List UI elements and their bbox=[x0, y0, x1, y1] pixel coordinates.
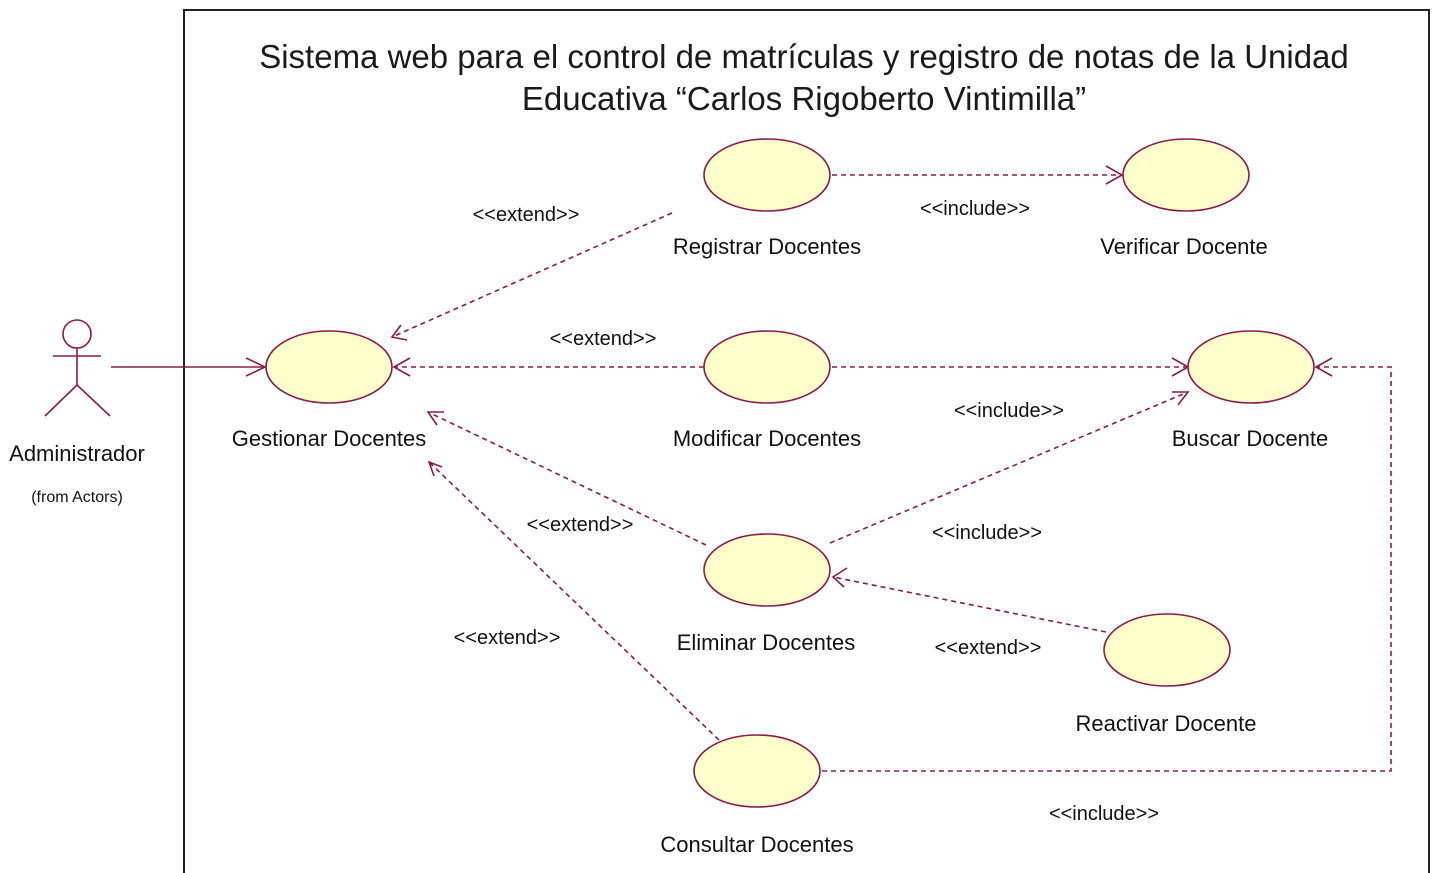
extend-line-eliminar bbox=[427, 411, 707, 546]
stereotype-include-buscar-consultar: <<include>> bbox=[1049, 803, 1159, 825]
usecase-modificar-label: Modificar Docentes bbox=[673, 426, 861, 451]
extend-line-reactivar bbox=[832, 576, 1107, 633]
include-line-eliminar-buscar bbox=[829, 391, 1189, 544]
usecase-eliminar-label: Eliminar Docentes bbox=[677, 630, 856, 655]
usecase-eliminar-ellipse bbox=[703, 533, 831, 607]
use-case-ellipses bbox=[265, 138, 1315, 808]
association-arrowhead bbox=[245, 357, 267, 377]
stereotype-include-buscar-eliminar: <<include>> bbox=[932, 522, 1042, 544]
usecase-verificar-ellipse bbox=[1122, 138, 1250, 212]
usecase-reactivar-label: Reactivar Docente bbox=[1076, 711, 1257, 736]
include-line-consultar-buscar bbox=[822, 366, 1392, 772]
diagram-title-line1: Sistema web para el control de matrícula… bbox=[259, 38, 1349, 75]
extend-arrowhead-registrar bbox=[390, 324, 408, 341]
usecase-verificar-label: Verificar Docente bbox=[1100, 234, 1268, 259]
stereotype-extend-eliminar: <<extend>> bbox=[527, 514, 634, 536]
stereotype-extend-registrar: <<extend>> bbox=[473, 204, 580, 226]
actor-left-leg bbox=[44, 384, 78, 417]
actor-right-leg bbox=[76, 384, 111, 417]
actor-administrador bbox=[44, 319, 111, 417]
extend-arrowhead-eliminar bbox=[426, 411, 444, 426]
include-arrowhead-eliminar-buscar bbox=[1172, 391, 1190, 406]
actor-name: Administrador bbox=[9, 441, 145, 466]
usecase-buscar-ellipse bbox=[1187, 330, 1315, 404]
include-arrowhead-consultar-buscar bbox=[1314, 357, 1333, 377]
usecase-consultar-ellipse bbox=[693, 734, 821, 808]
actor-head bbox=[62, 319, 92, 349]
stereotype-extend-reactivar: <<extend>> bbox=[935, 637, 1042, 659]
extend-arrowhead-modificar bbox=[392, 357, 411, 377]
extend-line-registrar bbox=[391, 212, 673, 338]
usecase-registrar-ellipse bbox=[703, 138, 831, 212]
extend-line-consultar bbox=[428, 461, 720, 741]
system-boundary bbox=[183, 9, 1430, 873]
extend-arrowhead-consultar bbox=[427, 460, 443, 477]
stereotype-include-buscar-modificar: <<include>> bbox=[954, 400, 1064, 422]
usecase-modificar-ellipse bbox=[703, 330, 831, 404]
usecase-gestionar-ellipse bbox=[265, 330, 393, 404]
stereotype-extend-consultar: <<extend>> bbox=[454, 627, 561, 649]
stereotype-extend-modificar: <<extend>> bbox=[550, 328, 657, 350]
connectors bbox=[111, 165, 1392, 772]
extend-arrowhead-reactivar bbox=[831, 567, 848, 588]
usecase-gestionar-label: Gestionar Docentes bbox=[232, 426, 426, 451]
usecase-consultar-label: Consultar Docentes bbox=[660, 832, 853, 857]
include-arrowhead-verificar bbox=[1105, 165, 1124, 185]
usecase-registrar-label: Registrar Docentes bbox=[673, 234, 861, 259]
actor-origin: (from Actors) bbox=[31, 489, 123, 506]
usecase-reactivar-ellipse bbox=[1103, 613, 1231, 687]
stereotype-include-verificar: <<include>> bbox=[920, 198, 1030, 220]
diagram-title-line2: Educativa “Carlos Rigoberto Vintimilla” bbox=[522, 80, 1086, 117]
usecase-buscar-label: Buscar Docente bbox=[1172, 426, 1329, 451]
